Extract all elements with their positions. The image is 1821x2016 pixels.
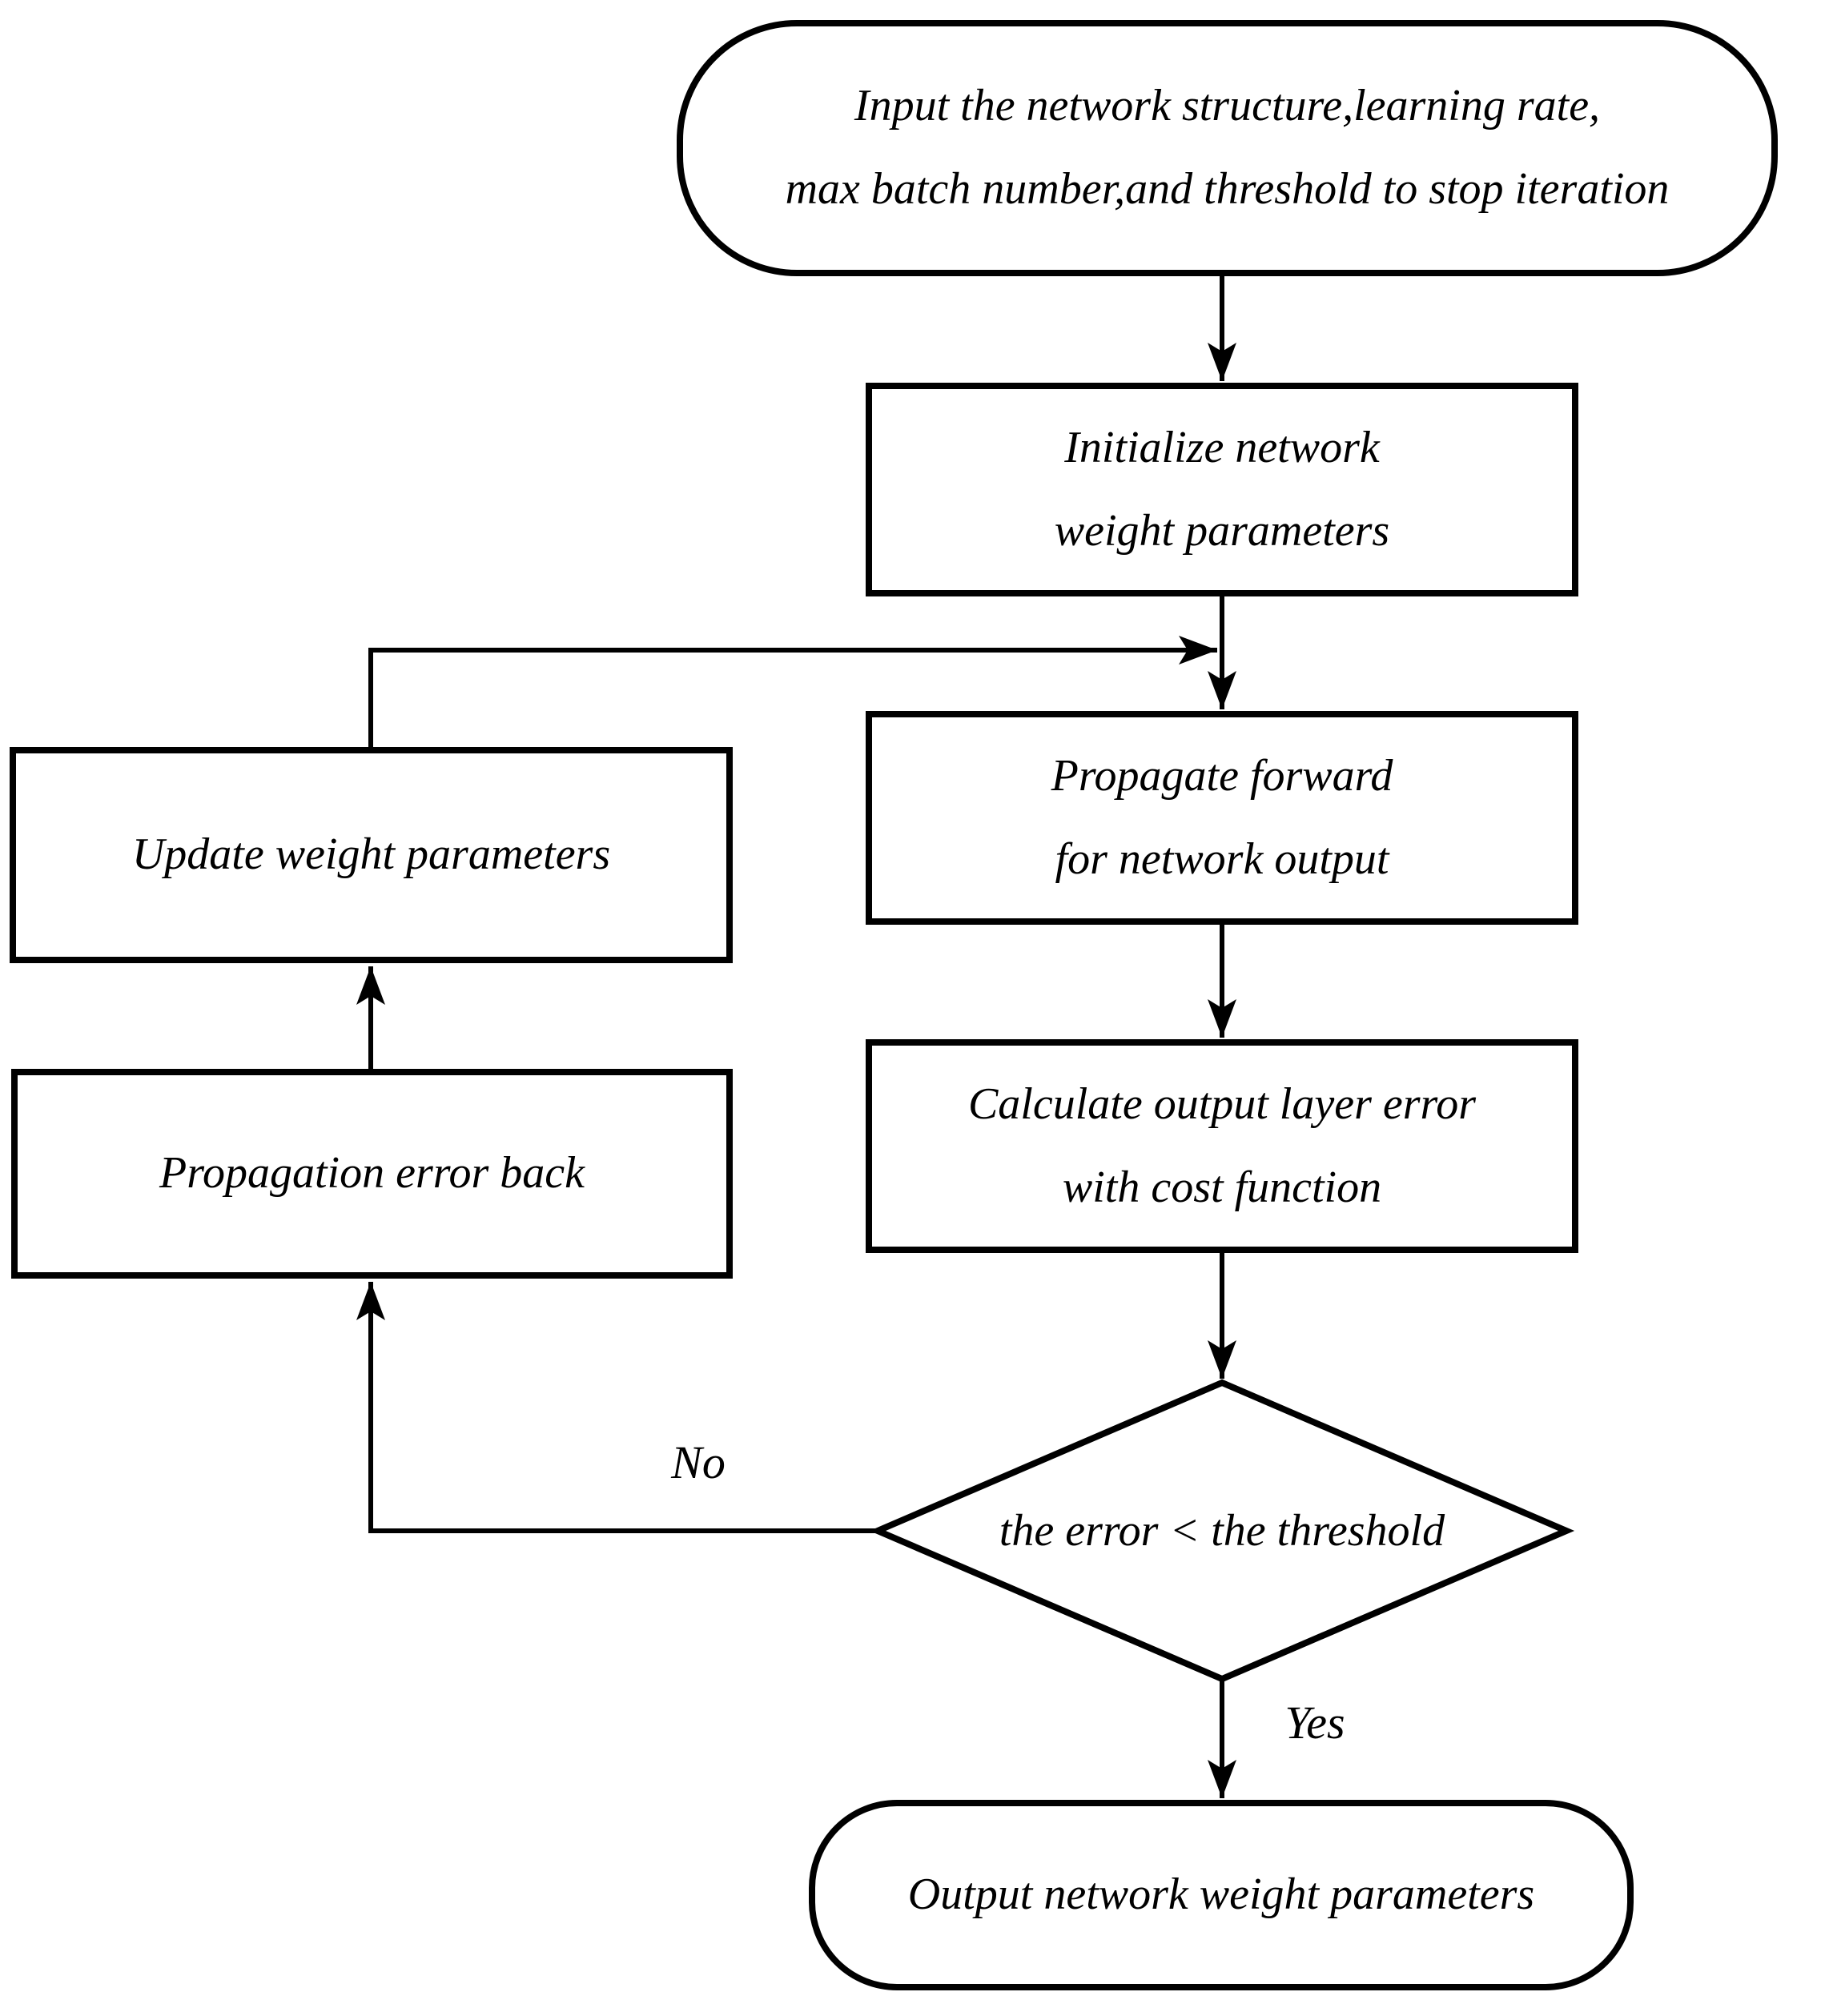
node-backprop-process: Propagation error back — [11, 1069, 733, 1279]
node-initialize-process: Initialize network weight parameters — [866, 383, 1578, 596]
node-initialize-line2: weight parameters — [1054, 505, 1390, 556]
node-propagate-line2: for network output — [1055, 833, 1389, 884]
node-backprop-label: Propagation error back — [159, 1148, 585, 1199]
node-calculate-line1: Calculate output layer error — [967, 1078, 1477, 1129]
node-input-line1: Input the network structure,learning rat… — [854, 81, 1601, 131]
edge-label-no: No — [671, 1436, 726, 1488]
node-propagate-line1: Propagate forward — [1051, 750, 1393, 801]
node-propagate-process: Propagate forward for network output — [866, 711, 1578, 925]
decision-diamond-shape — [869, 1379, 1575, 1683]
edge-label-yes: Yes — [1284, 1697, 1345, 1749]
node-output-terminator: Output network weight parameters — [809, 1800, 1634, 1990]
node-calculate-process: Calculate output layer error with cost f… — [866, 1039, 1578, 1253]
arrow-update-feedback-to-mainline — [368, 636, 1217, 747]
node-update-label: Update weight parameters — [131, 829, 611, 880]
node-output-label: Output network weight parameters — [907, 1869, 1535, 1920]
node-initialize-line1: Initialize network — [1064, 422, 1380, 472]
node-calculate-line2: with cost function — [1062, 1162, 1382, 1212]
node-input-terminator: Input the network structure,learning rat… — [677, 20, 1778, 276]
node-input-line2: max batch number,and threshold to stop i… — [785, 164, 1670, 214]
node-decision-label: the error < the threshold — [999, 1506, 1445, 1556]
node-update-process: Update weight parameters — [10, 747, 733, 963]
arrow-decision-no-to-backprop — [356, 1282, 878, 1533]
